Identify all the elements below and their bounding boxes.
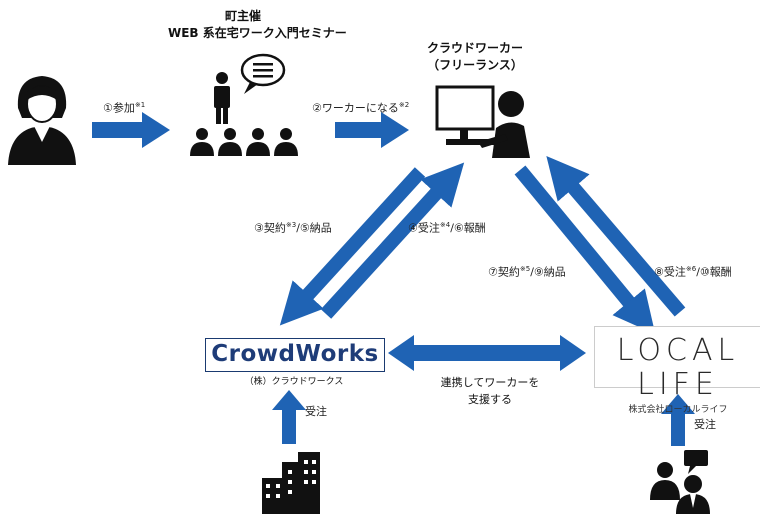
clients-icon — [650, 450, 710, 514]
step2-label: ②ワーカーになる※2 — [312, 101, 410, 115]
cooperation-line2: 支援する — [468, 393, 512, 406]
arrow-step2 — [335, 112, 409, 148]
step3-label: ③契約※3/⑤納品 — [254, 221, 332, 235]
arrow-step7 — [514, 165, 656, 335]
arrow-step8 — [546, 156, 686, 317]
step8-label: ⑧受注※6/⑩報酬 — [654, 265, 732, 279]
arrow-step1 — [92, 112, 170, 148]
crowdworks-order-label: 受注 — [305, 405, 327, 418]
presenter-icon — [214, 72, 230, 124]
worker-subtitle: （フリーランス） — [427, 58, 523, 72]
seminar-title: WEB 系在宅ワーク入門セミナー — [168, 26, 347, 40]
cooperation-text: 連携してワーカーを 支援する — [420, 374, 560, 408]
locallife-order-label: 受注 — [694, 418, 716, 431]
arrow-cooperation — [388, 335, 586, 371]
locallife-company: 株式会社ローカルライフ — [628, 405, 728, 415]
arrow-cw-order — [272, 390, 306, 444]
person-icon — [8, 76, 76, 165]
speech-bubble-icon — [240, 53, 286, 94]
worker-title: クラウドワーカー — [426, 41, 523, 55]
arrow-ll-order — [661, 394, 695, 446]
crowdworks-company: （株）クラウドワークス — [244, 377, 344, 387]
worker-title-block: クラウドワーカー （フリーランス） — [415, 40, 535, 74]
locallife-logo: LOCAL LIFE 株式会社ローカルライフ — [594, 326, 760, 415]
seminar-organizer: 町主催 — [224, 9, 261, 23]
arrow-step4 — [320, 162, 465, 319]
locallife-logo-text: LOCAL LIFE — [616, 333, 740, 402]
buildings-icon — [262, 452, 320, 514]
step1-label: ①参加※1 — [103, 101, 146, 115]
step4-label: ④受注※4/⑥報酬 — [408, 221, 486, 235]
arrow-step3 — [279, 167, 426, 326]
step7-label: ⑦契約※5/⑨納品 — [488, 265, 566, 279]
cooperation-line1: 連携してワーカーを — [440, 376, 540, 389]
computer-worker-icon — [435, 85, 530, 158]
audience-icon — [190, 128, 298, 156]
seminar-title-block: 町主催 WEB 系在宅ワーク入門セミナー — [168, 8, 347, 42]
crowdworks-logo-text: CrowdWorks — [211, 341, 379, 367]
crowdworks-logo: CrowdWorks — [205, 338, 385, 372]
